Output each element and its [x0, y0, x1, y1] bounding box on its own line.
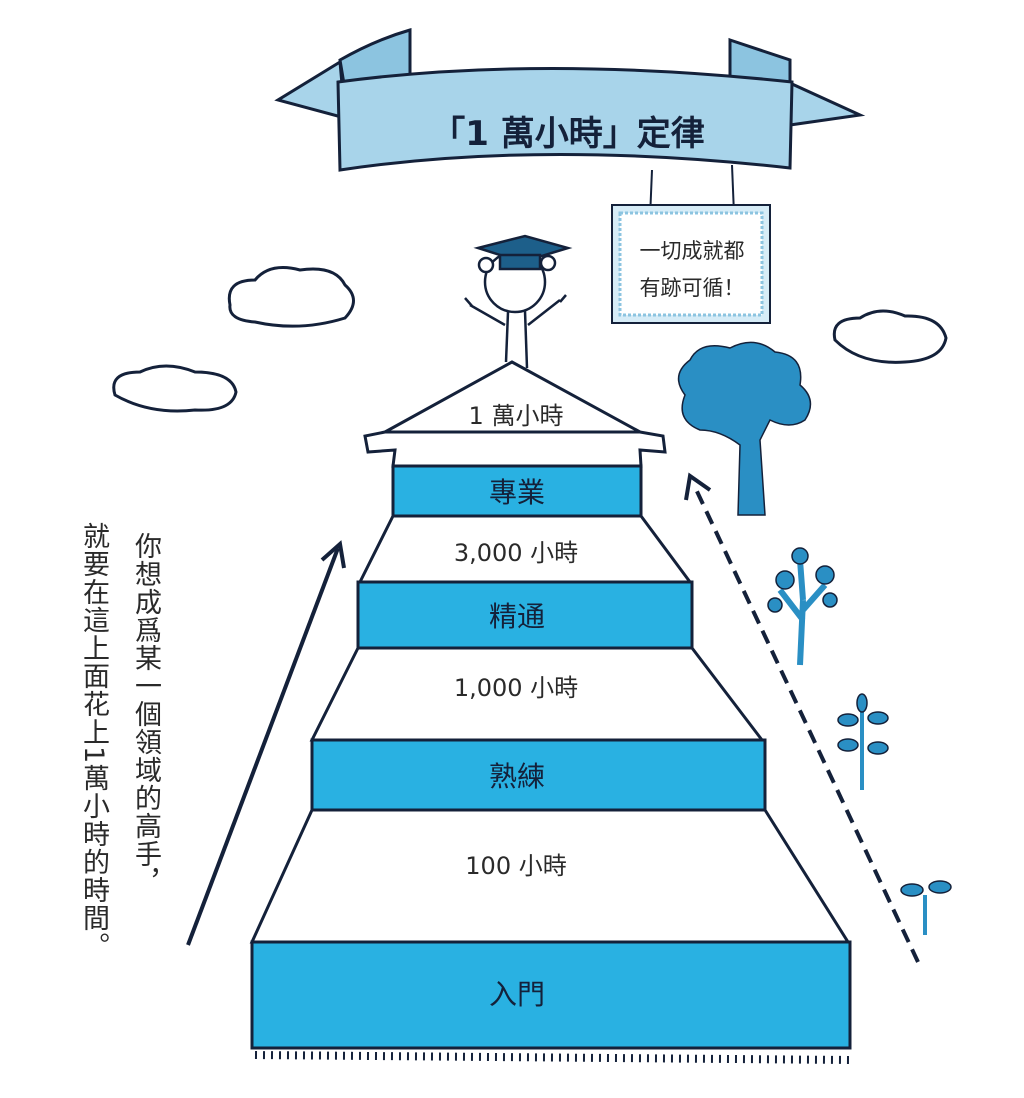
big-tree — [677, 341, 812, 516]
banner-tail-left — [274, 59, 347, 121]
band-expert — [391, 464, 643, 518]
graduate-character — [464, 234, 573, 369]
band-proficient — [356, 580, 694, 650]
small-tree — [777, 559, 828, 666]
sign-line-1: 一切成就都 — [640, 239, 745, 263]
hanging-sign: 一切成就都 有跡可循！ — [611, 164, 771, 324]
trees — [677, 341, 952, 935]
level-hours: 3,000 小時 — [454, 539, 578, 567]
level-label: 專業 — [489, 476, 545, 509]
band-skilled — [310, 738, 767, 812]
banner-body — [336, 67, 794, 172]
sign-line-2: 有跡可循！ — [640, 276, 745, 300]
level-hours: 1,000 小時 — [454, 674, 578, 702]
cloud — [112, 364, 238, 413]
pyramid — [249, 360, 852, 1064]
side-text-line-2: 就要在這上面花上1萬小時的時間。 — [78, 522, 109, 961]
side-text-line-1: 你想成爲某一個領域的高手， — [130, 532, 161, 896]
cloud — [227, 266, 355, 328]
title-text: 「1 萬小時」定律 — [431, 114, 705, 154]
cloud — [832, 309, 948, 364]
title-banner — [274, 28, 866, 172]
level-label: 入門 — [489, 978, 545, 1011]
level-hours: 100 小時 — [465, 852, 566, 880]
level-label: 精通 — [489, 600, 545, 633]
solid-arrow-icon — [186, 540, 346, 946]
dashed-arrow-icon — [684, 472, 920, 963]
clouds — [112, 266, 948, 413]
top-hours: 1 萬小時 — [469, 402, 564, 430]
band-beginner — [250, 940, 852, 1050]
level-label: 熟練 — [489, 760, 545, 793]
